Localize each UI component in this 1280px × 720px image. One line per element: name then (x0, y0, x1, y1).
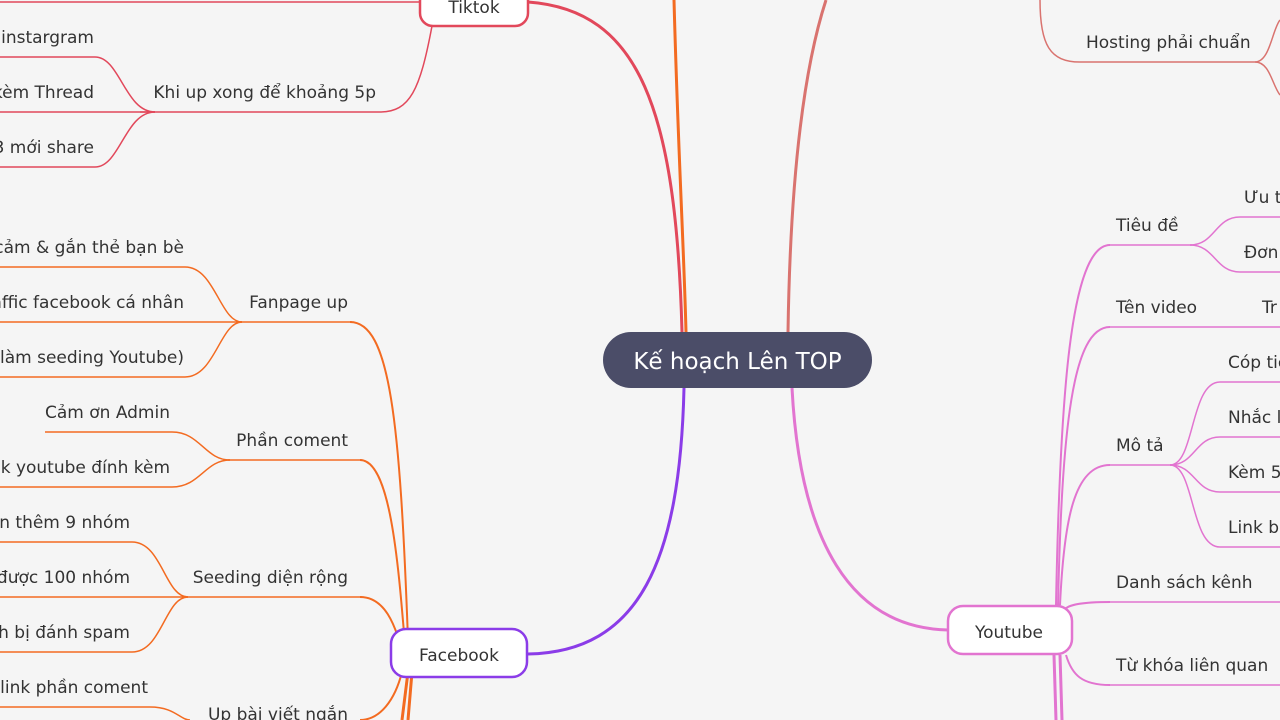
branch-line-fb-group-coment (359, 459, 406, 646)
tiktok-node-label: Tiktok (447, 0, 499, 18)
yt-item-tukhoa-label[interactable]: Từ khóa liên quan (1115, 656, 1268, 676)
tiktok-leaf-1[interactable]: instargram (1, 28, 94, 48)
branch-line-yt-mota-leaf-3 (1169, 464, 1280, 493)
yt-mota-leaf-4[interactable]: Link b (1228, 518, 1279, 538)
branch-line-fb-hub-down-2 (406, 671, 414, 720)
branch-line-yt-mota-leaf-2 (1169, 436, 1280, 466)
fb-group-coment-label[interactable]: Phần coment (236, 430, 348, 451)
facebook-node-label: Facebook (419, 646, 499, 666)
branch-line-yt-tukhoa (1065, 654, 1111, 686)
root-node[interactable]: Kế hoạch Lên TOP (603, 332, 872, 388)
branch-line-fb-group-fanpage (349, 321, 409, 641)
branch-line-yt-tieude-leaf-1 (1189, 216, 1280, 246)
fb-group-seeding-label[interactable]: Seeding diện rộng (193, 568, 348, 588)
fb-group-fanpage-label[interactable]: Fanpage up (249, 293, 348, 313)
fb-fanpage-leaf-2[interactable]: affic facebook cá nhân (0, 293, 184, 313)
branch-line-tiktok-sub (140, 25, 433, 113)
branch-line-fb-coment-leaf-2 (0, 459, 231, 488)
branch-line-yt-down-2 (1058, 654, 1064, 720)
yt-item-mota-label[interactable]: Mô tả (1116, 436, 1164, 456)
facebook-node[interactable]: Facebook (389, 627, 529, 679)
branch-line-fb-coment-leaf-1 (45, 431, 231, 461)
branch-line-root-website (786, 0, 828, 333)
branch-line-website-leaf-down (1254, 61, 1280, 96)
branch-line-yt-tieude-leaf-2 (1189, 244, 1280, 273)
branch-line-yt-mota-leaf-4 (1169, 464, 1280, 548)
youtube-node-label: Youtube (974, 623, 1043, 643)
tiktok-sub-label[interactable]: Khi up xong để khoảng 5p (153, 82, 376, 103)
branch-line-orange-trunk (672, 0, 688, 333)
branch-line-yt-tieude (1055, 244, 1111, 606)
fb-coment-leaf-1[interactable]: Cảm ơn Admin (45, 403, 170, 423)
fb-seeding-leaf-3[interactable]: h bị đánh spam (0, 623, 130, 643)
branch-line-tiktok-leaf-1 (0, 56, 156, 113)
branch-line-fb-seeding-leaf-3 (0, 596, 189, 653)
yt-tieude-leaf-2[interactable]: Đơn (1244, 243, 1278, 263)
branch-line-root-youtube (790, 387, 949, 632)
branch-line-tiktok-leaf-3 (0, 111, 156, 168)
yt-item-tieude-label[interactable]: Tiêu đề (1115, 215, 1178, 236)
youtube-node[interactable]: Youtube (946, 604, 1074, 656)
yt-mota-leaf-1[interactable]: Cóp tiê (1228, 353, 1280, 373)
tiktok-leaf-3[interactable]: 3 mới share (0, 138, 94, 158)
yt-tieude-leaf-1[interactable]: Ưu t (1244, 188, 1280, 208)
branch-line-website-sub (1039, 0, 1255, 63)
branch-line-fb-fanpage-leaf-3 (0, 321, 243, 378)
tiktok-leaf-2[interactable]: kèm Thread (0, 83, 94, 103)
yt-item-tenvideo-label[interactable]: Tên video (1115, 298, 1197, 318)
yt-item-danhsach-label[interactable]: Danh sách kênh (1116, 573, 1253, 593)
fb-coment-leaf-2[interactable]: nk youtube đính kèm (0, 458, 170, 478)
branch-line-fb-upbai-leaf-1 (0, 706, 191, 720)
branch-line-yt-down-1 (1052, 654, 1058, 720)
fb-seeding-leaf-1[interactable]: on thêm 9 nhóm (0, 513, 130, 533)
branch-line-yt-danhsach (1063, 601, 1111, 611)
branch-line-fb-seeding-leaf-1 (0, 541, 189, 598)
branch-line-fb-fanpage-leaf-1 (0, 266, 243, 323)
branch-line-root-facebook (527, 387, 686, 656)
branch-line-fb-group-upbai (359, 671, 403, 720)
branch-line-root-tiktok (527, 0, 684, 333)
yt-mota-leaf-2[interactable]: Nhắc l (1228, 407, 1280, 428)
branch-line-yt-mota-leaf-1 (1169, 381, 1280, 466)
fb-group-upbai-label[interactable]: Up bài viết ngắn (208, 704, 348, 720)
branch-line-website-leaf-up (1254, 19, 1280, 63)
website-sub-label[interactable]: Hosting phải chuẩn (1086, 32, 1251, 53)
branch-line-yt-tenvideo (1057, 326, 1111, 606)
yt-mota-leaf-3[interactable]: Kèm 5 (1228, 463, 1280, 483)
fb-fanpage-leaf-1[interactable]: cảm & gắn thẻ bạn bè (0, 237, 184, 258)
branch-line-fb-hub-down-1 (400, 671, 410, 720)
tiktok-node[interactable]: Tiktok (418, 0, 530, 28)
branch-line-yt-mota (1059, 464, 1111, 606)
root-node-label: Kế hoạch Lên TOP (633, 349, 841, 375)
fb-upbai-leaf-1[interactable]: link phần coment (0, 677, 148, 698)
yt-tenvideo-leaf-1[interactable]: Tr (1261, 298, 1277, 318)
fb-fanpage-leaf-3[interactable]: (làm seeding Youtube) (0, 348, 184, 368)
fb-seeding-leaf-2[interactable]: được 100 nhóm (0, 568, 130, 588)
